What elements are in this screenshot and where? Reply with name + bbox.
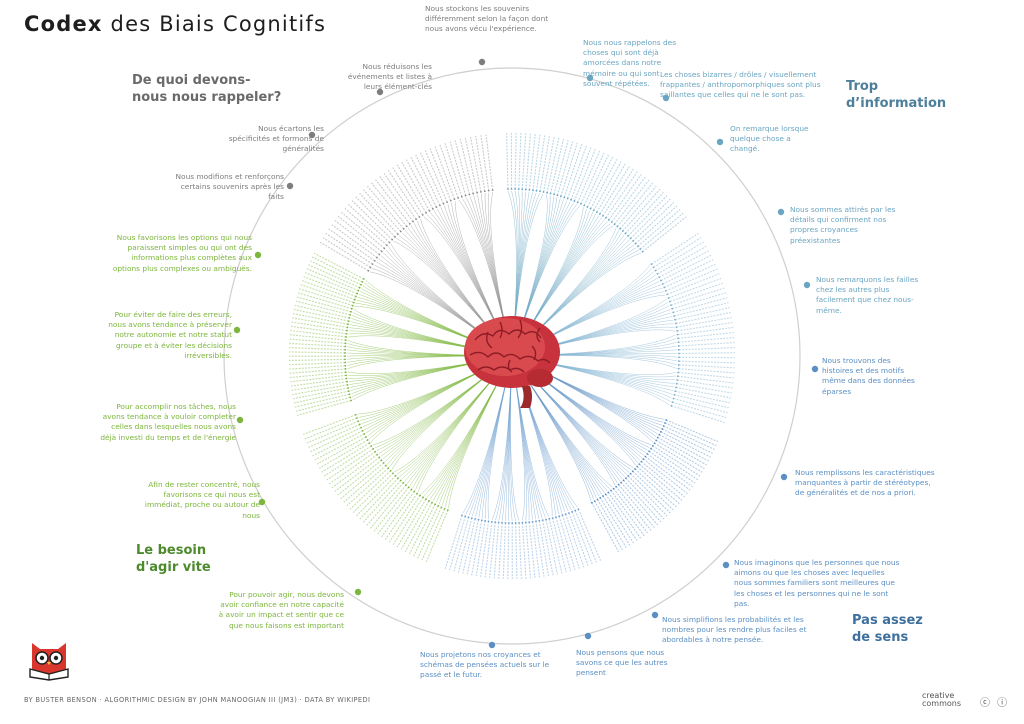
caption-3: Nous écartons les spécificités et formon… (228, 124, 324, 154)
caption-7: On remarque lorsque quelque chose a chan… (730, 124, 809, 154)
caption-14: Nous pensons que nous savons ce que les … (576, 648, 668, 678)
caption-dot (286, 182, 294, 190)
caption-dot (662, 94, 670, 102)
caption-dot (722, 561, 730, 569)
category-memory: De quoi devons-nous nous rappeler? (132, 73, 282, 105)
license-icons: ⓒ ⓘ (980, 698, 1010, 709)
page-title: Codex des Biais Cognitifs (24, 12, 327, 36)
caption-dot (254, 251, 262, 259)
caption-dot (376, 88, 384, 96)
caption-15: Nous projetons nos croyances et schémas … (420, 650, 550, 680)
caption-dot (258, 498, 266, 506)
caption-dot (584, 632, 592, 640)
caption-17: Pour éviter de faire des erreurs, nous a… (108, 310, 232, 360)
caption-dot (354, 588, 362, 596)
caption-11: Nous remplissons les caractéristiques ma… (795, 468, 935, 498)
caption-9: Nous remarquons les failles chez les aut… (816, 275, 919, 315)
caption-dot (777, 208, 785, 216)
category-act: Le besoin d'agir vite (136, 543, 211, 575)
caption-19: Afin de rester concentré, nous favorison… (144, 480, 260, 520)
caption-dot (586, 74, 594, 82)
caption-6: Les choses bizarres / drôles / visuellem… (660, 70, 821, 100)
caption-dot (478, 58, 486, 66)
caption-dot (233, 326, 241, 334)
category-info: Trop d’information (846, 79, 947, 111)
caption-dot (308, 131, 316, 139)
caption-dot (780, 473, 788, 481)
caption-dot (811, 365, 819, 373)
owl-reading-book-icon (26, 637, 72, 681)
category-meaning: Pas assez de sens (852, 613, 923, 645)
credits: BY BUSTER BENSON · ALGORITHMIC DESIGN BY… (24, 696, 371, 704)
caption-dot (803, 281, 811, 289)
caption-2: Nous réduisons les événements et listes … (347, 62, 432, 92)
caption-dot (716, 138, 724, 146)
caption-16: Nous favorisons les options qui nous par… (112, 233, 252, 273)
caption-dot (651, 611, 659, 619)
caption-4: Nous modifions et renforçons certains so… (175, 172, 284, 202)
caption-12: Nous imaginons que les personnes que nou… (734, 558, 900, 608)
outer-ring (223, 67, 801, 645)
caption-dot (236, 416, 244, 424)
caption-5: Nous nous rappelons des choses qui sont … (583, 38, 677, 88)
brain-icon (464, 316, 560, 408)
caption-8: Nous sommes attirés par les détails qui … (790, 205, 896, 245)
caption-13: Nous simplifions les probabilités et les… (662, 615, 807, 645)
caption-18: Pour accomplir nos tâches, nous avons te… (100, 402, 236, 442)
caption-dot (488, 641, 496, 649)
caption-20: Pour pouvoir agir, nous devons avoir con… (218, 590, 344, 630)
caption-1: Nous stockons les souvenirs différemment… (425, 4, 549, 34)
caption-10: Nous trouvons des histoires et des motif… (822, 356, 915, 396)
